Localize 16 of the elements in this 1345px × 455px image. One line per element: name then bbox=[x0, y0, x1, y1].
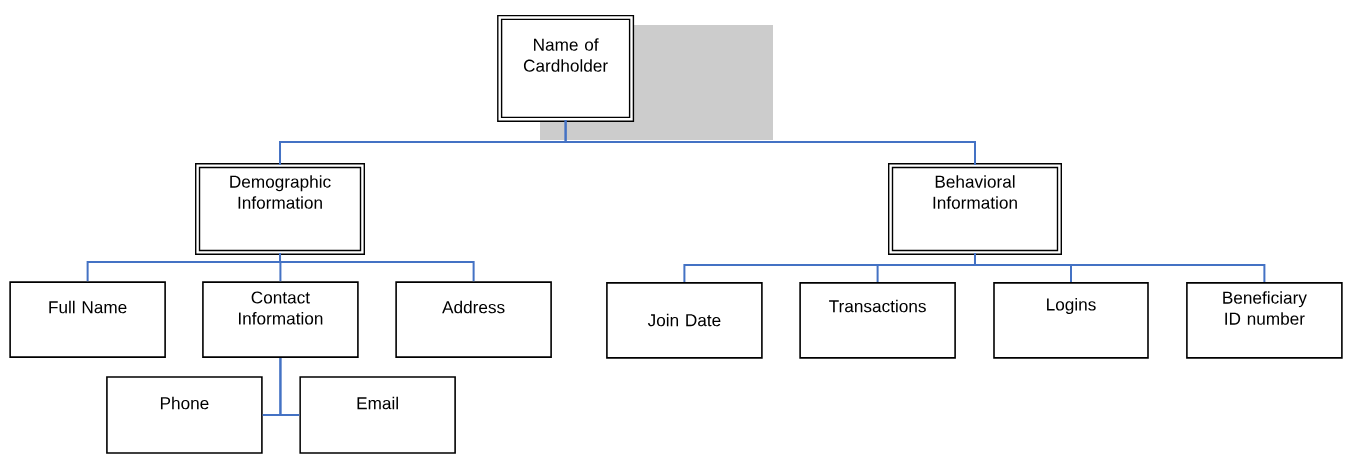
box: Beneficiary ID number bbox=[1186, 282, 1343, 359]
box: Join Date bbox=[606, 282, 763, 359]
connector-line bbox=[974, 252, 1266, 284]
box: Email bbox=[299, 376, 456, 454]
box: Phone bbox=[106, 376, 263, 454]
double-bordered-box: Demographic Information bbox=[195, 163, 365, 255]
box: Contact Information bbox=[202, 281, 359, 358]
box: Transactions bbox=[799, 282, 956, 359]
box: Address bbox=[395, 281, 552, 358]
connector-line bbox=[279, 252, 475, 283]
connector-line bbox=[279, 356, 301, 416]
box: Full Name bbox=[9, 281, 166, 358]
double-bordered-box: Name of Cardholder bbox=[497, 14, 773, 140]
box: Logins bbox=[993, 282, 1149, 359]
double-bordered-box: Behavioral Information bbox=[888, 163, 1062, 255]
connector-line bbox=[564, 119, 976, 166]
